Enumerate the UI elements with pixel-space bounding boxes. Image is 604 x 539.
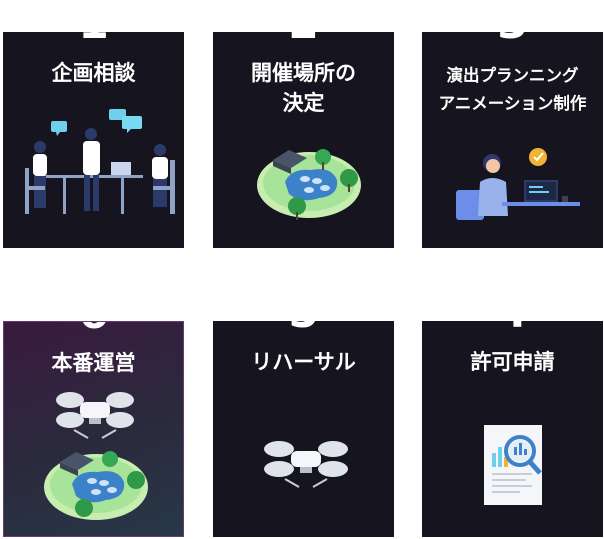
drone-over-park-icon (44, 392, 148, 520)
step-number: 5 (213, 321, 394, 335)
meeting-illustration-icon (25, 109, 175, 214)
step-number: 6 (4, 322, 183, 336)
step-number: 2 (213, 32, 394, 46)
step-card-5[interactable]: 5 リハーサル (213, 321, 394, 537)
designer-at-computer-icon (456, 148, 580, 220)
step-title: 開催場所の 決定 (251, 61, 356, 115)
step-title: 本番運営 (51, 351, 136, 375)
step-number: 3 (422, 32, 603, 46)
step-card-6[interactable]: 6 本番運営 (3, 321, 184, 537)
step-title: リハーサル (251, 350, 356, 374)
step-number: 1 (3, 32, 184, 46)
step-title: 演出プランニング アニメーション制作 (438, 66, 587, 113)
document-analysis-icon (484, 425, 542, 505)
park-map-icon (257, 149, 361, 220)
step-number: 4 (422, 321, 603, 335)
step-card-4[interactable]: 4 許可申請 (422, 321, 603, 537)
step-title: 許可申請 (470, 350, 555, 374)
drone-icon (264, 441, 348, 488)
step-title: 企画相談 (51, 61, 136, 85)
step-card-2[interactable]: 2 開催場所の 決定 (213, 32, 394, 248)
step-card-3[interactable]: 3 演出プランニング アニメーション制作 (422, 32, 603, 248)
step-card-1[interactable]: 1 企画相談 (3, 32, 184, 248)
